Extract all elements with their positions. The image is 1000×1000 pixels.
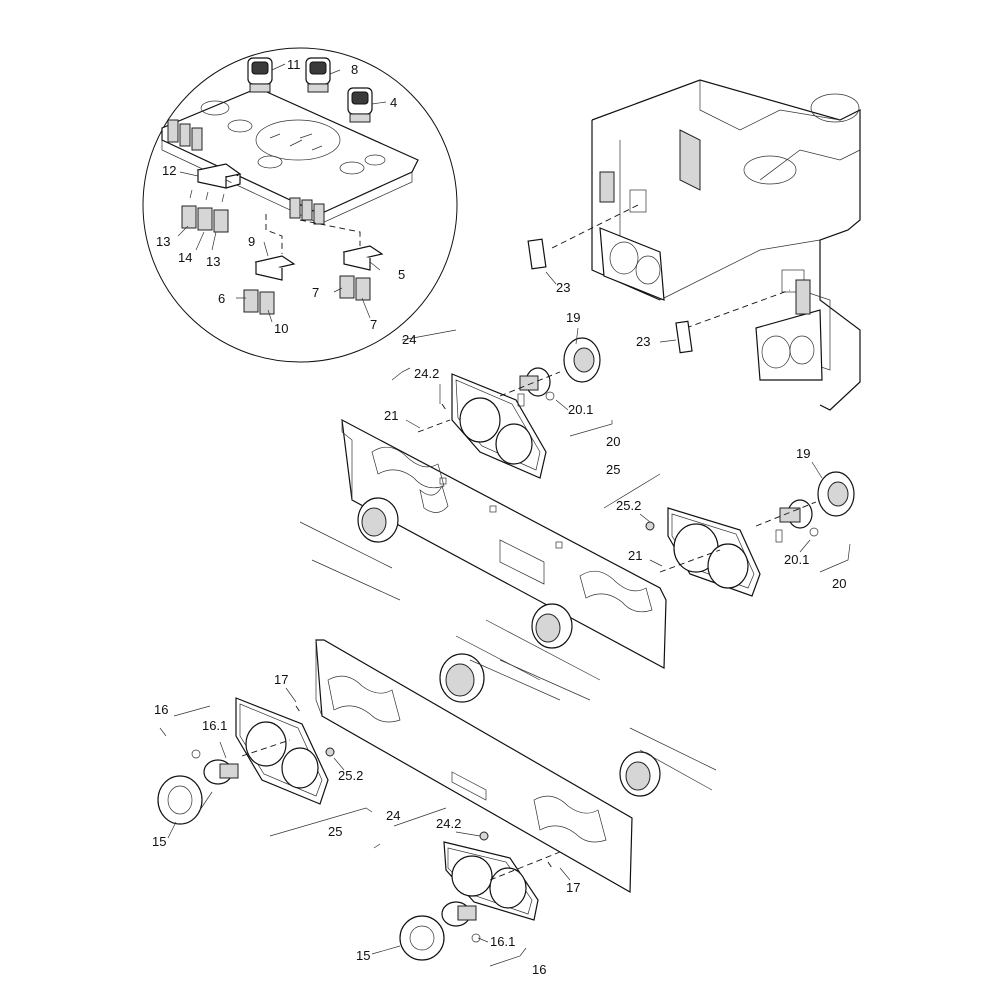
callout-4: 4 <box>390 95 397 110</box>
callout-6: 6 <box>218 291 225 306</box>
leader-lines <box>167 327 823 955</box>
callout-20a: 20 <box>606 434 620 449</box>
callout-7b: 7 <box>370 317 377 332</box>
bezel-25-lower <box>235 697 329 805</box>
lower-instrument-panel <box>315 635 717 894</box>
gauge-assembly-16-lower <box>399 831 561 961</box>
panel-gauge-lower-right <box>619 751 661 797</box>
callout-15b: 15 <box>356 948 370 963</box>
callout-25-2b: 25.2 <box>338 768 363 783</box>
callout-5: 5 <box>398 267 405 282</box>
switch-6-10 <box>243 289 275 315</box>
callout-14: 14 <box>178 250 192 265</box>
callout-24b: 24 <box>386 808 400 823</box>
callout-8: 8 <box>351 62 358 77</box>
callout-9: 9 <box>248 234 255 249</box>
callout-24-2b: 24.2 <box>436 816 461 831</box>
callout-15a: 15 <box>152 834 166 849</box>
callout-21b: 21 <box>628 548 642 563</box>
panel-gauge-upper-right <box>531 603 573 649</box>
rotary-knob-8 <box>305 57 331 93</box>
panel-gauge-upper-left <box>357 497 399 543</box>
callout-labels: 11 8 4 12 13 14 13 9 5 6 10 7 7 23 23 19… <box>152 57 846 977</box>
callout-12: 12 <box>162 163 176 178</box>
gauge-assembly-20-upper <box>417 337 601 433</box>
switch-13-14 <box>181 189 229 233</box>
switch-9 <box>254 255 296 281</box>
callout-16b: 16 <box>532 962 546 977</box>
frame-gauge-cluster-right <box>755 309 823 381</box>
callout-23a: 23 <box>556 280 570 295</box>
callout-20-1b: 20.1 <box>784 552 809 567</box>
callout-16-1a: 16.1 <box>202 718 227 733</box>
bezel-24-upper <box>451 373 547 479</box>
callout-16a: 16 <box>154 702 168 717</box>
callout-brackets <box>159 329 851 967</box>
bezel-24-lower <box>443 841 539 921</box>
callout-19b: 19 <box>796 446 810 461</box>
callout-21a: 21 <box>384 408 398 423</box>
callout-25-2a: 25.2 <box>616 498 641 513</box>
panel-gauge-lower-left <box>439 653 485 703</box>
gauge-assembly-16-lower-left <box>157 705 335 825</box>
callout-7a: 7 <box>312 285 319 300</box>
callout-24-2a: 24.2 <box>414 366 439 381</box>
rotary-knob-4 <box>347 87 373 123</box>
switch-7 <box>339 275 371 301</box>
callout-16-1b: 16.1 <box>490 934 515 949</box>
callout-25b: 25 <box>328 824 342 839</box>
callout-20b: 20 <box>832 576 846 591</box>
machine-frame <box>527 79 861 411</box>
callout-13a: 13 <box>156 234 170 249</box>
callout-17a: 17 <box>274 672 288 687</box>
callout-10: 10 <box>274 321 288 336</box>
callout-25a: 25 <box>606 462 620 477</box>
gauge-assembly-20-right <box>645 471 855 573</box>
detail-view-circle <box>142 47 458 363</box>
callout-19a: 19 <box>566 310 580 325</box>
callout-11: 11 <box>287 57 301 72</box>
callout-23b: 23 <box>636 334 650 349</box>
switch-5 <box>342 245 384 271</box>
callout-20-1a: 20.1 <box>568 402 593 417</box>
callout-13b: 13 <box>206 254 220 269</box>
callout-24a: 24 <box>402 332 416 347</box>
bezel-25-right <box>667 507 761 597</box>
rotary-knob-11 <box>247 57 273 93</box>
frame-gauge-cluster-left <box>599 227 665 301</box>
callout-17b: 17 <box>566 880 580 895</box>
